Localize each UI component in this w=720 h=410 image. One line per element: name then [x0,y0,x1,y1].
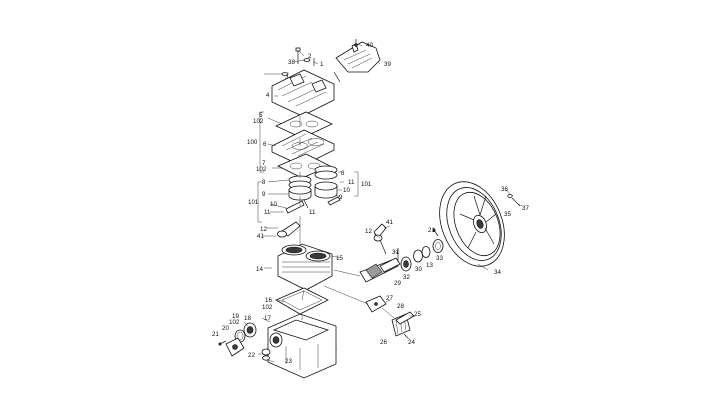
bolt-21-right [432,228,439,237]
callout-32: 32 [403,274,410,281]
assembly-leader-lines [299,116,395,320]
flywheel-bolt [507,194,521,207]
connecting-rod-left [277,221,301,238]
cylinder-head-4 [271,69,335,117]
oil-cap-22 [261,348,271,361]
callout-1: 1 [320,61,324,68]
callout-12-right: 12 [365,228,372,235]
callout-11-left: 11 [264,209,271,216]
callout-2: 2 [308,53,312,60]
callout-31: 31 [392,249,399,256]
crankshaft [359,257,401,283]
bearing-32 [400,256,412,272]
callout-8-right: 8 [341,170,345,177]
valve-plate-6 [271,129,335,167]
callout-5: 5 [259,112,263,119]
callout-6: 6 [263,141,267,148]
flywheel-34 [439,181,505,267]
callout-20: 20 [222,325,229,332]
group-bracket-101-left [257,181,262,223]
callout-18: 18 [244,315,251,322]
callout-11-right: 11 [348,179,355,186]
callout-101-right: 101 [361,181,372,188]
callout-34: 34 [494,269,501,276]
callout-39: 39 [384,61,391,68]
callout-27: 27 [386,295,393,302]
connecting-rod-right [373,223,387,255]
crankcase-17 [267,313,337,379]
callout-35: 35 [504,211,511,218]
callout-9-right: 9 [339,194,343,201]
callout-38: 38 [288,59,295,66]
callout-14: 14 [256,266,263,273]
head-cover-39 [335,41,381,73]
callout-8-left: 8 [262,179,266,186]
callout-7: 7 [262,160,266,167]
callout-21-left: 21 [212,331,219,338]
gasket-16 [275,287,329,315]
ring-13 [421,246,431,258]
group-bracket-100 [259,111,264,173]
seal-30 [413,249,423,263]
callout-41-left: 41 [257,233,264,240]
callout-21-right: 21 [428,227,435,234]
callout-37: 37 [522,205,529,212]
callout-17: 17 [264,315,271,322]
callout-33: 33 [436,255,443,262]
callout-22: 22 [248,352,255,359]
piston-rings-right [314,165,338,199]
piston-pin-right [327,196,341,206]
callout-100: 100 [247,139,258,146]
cylinder-block-15 [277,243,333,291]
callout-11-mid: 11 [309,209,316,216]
callout-leaders [243,43,523,363]
callout-29: 29 [394,280,401,287]
callout-13: 13 [426,262,433,269]
callout-4: 4 [266,92,270,99]
bolt-40 [354,39,358,47]
callout-28: 28 [397,303,404,310]
callout-16: 16 [265,297,272,304]
callout-30: 30 [415,266,422,273]
callout-10-right: 10 [343,187,350,194]
end-cover-20 [225,337,245,357]
callout-102-b: 102 [256,166,267,173]
callout-labels: 1 2 3 4 5 102 6 100 7 102 8 8 9 9 10 10 … [212,42,529,365]
callout-102-d: 102 [229,319,240,326]
callout-26: 26 [380,339,387,346]
callout-25: 25 [414,311,421,318]
callout-102-c: 102 [262,304,273,311]
screw-21-left [218,340,227,346]
group-bracket-101-right [354,171,359,197]
callout-9-left: 9 [262,191,266,198]
callout-10-left: 10 [270,201,277,208]
callout-102-a: 102 [253,118,264,125]
bearing-18 [243,322,257,338]
piston-rings-left [288,175,312,201]
gasket-5 [275,111,333,139]
callout-40: 40 [366,42,373,49]
callout-24: 24 [408,339,415,346]
callout-12-left: 12 [260,226,267,233]
cover-33 [432,239,444,253]
callout-41-right: 41 [386,219,393,226]
callout-3: 3 [285,74,289,81]
filter-base-27 [365,295,387,313]
callout-101-left: 101 [248,199,259,206]
callout-23: 23 [285,358,292,365]
callout-15: 15 [336,255,343,262]
callout-36: 36 [501,186,508,193]
wrist-pin-left [285,200,305,214]
callout-19: 19 [232,313,239,320]
screw-24 [403,333,409,339]
